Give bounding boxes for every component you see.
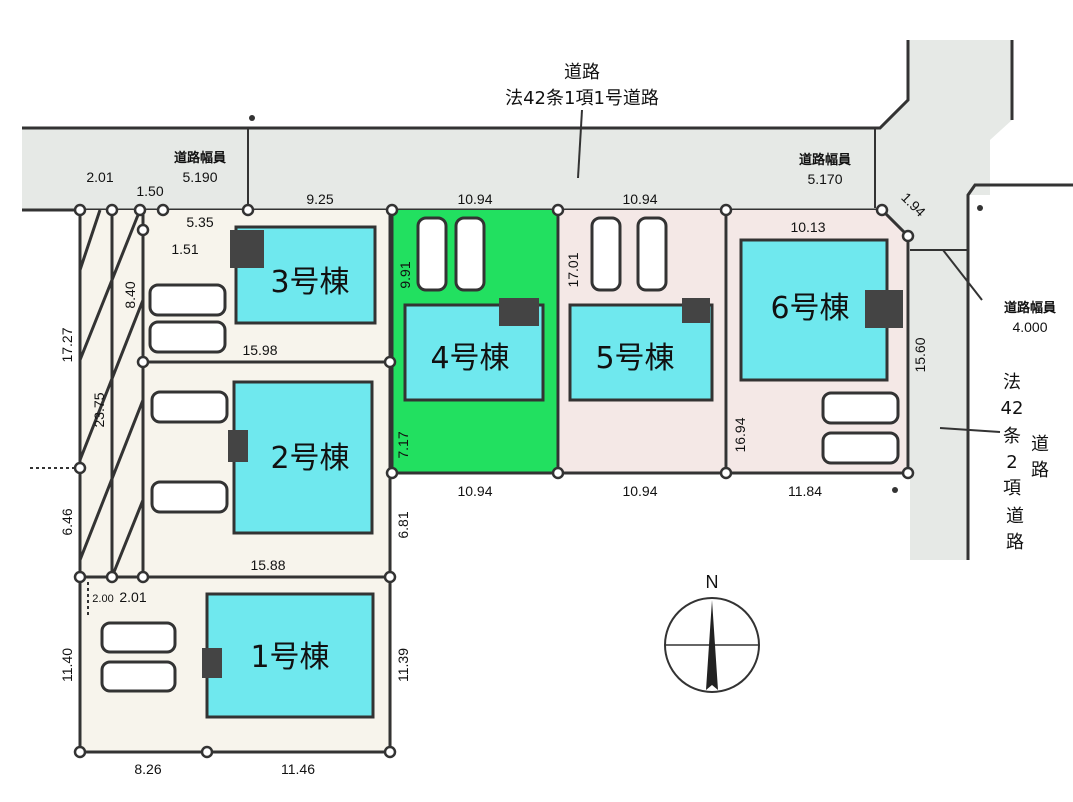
- building-2-label: 2号棟: [270, 441, 349, 476]
- road-east-char: 路: [1006, 532, 1024, 553]
- dimension: 1.50: [136, 183, 163, 199]
- road-width-east: 4.000: [1012, 319, 1047, 335]
- dimension: 10.94: [622, 191, 657, 207]
- dimension: 17.01: [565, 252, 581, 287]
- dimension: 6.81: [395, 511, 411, 538]
- road-width-label-east: 道路幅員: [1004, 300, 1056, 316]
- building-4-label: 4号棟: [430, 341, 509, 376]
- compass-north-label: N: [706, 572, 719, 592]
- road-east-char: 項: [1003, 478, 1021, 499]
- dimension: 2.01: [119, 589, 146, 605]
- dimension: 10.94: [457, 483, 492, 499]
- dimension: 1.51: [171, 241, 198, 257]
- road-width-right: 5.170: [807, 171, 842, 187]
- dimension: 15.88: [250, 557, 285, 573]
- dimension: 2.01: [86, 169, 113, 185]
- dimension: 8.26: [134, 761, 161, 777]
- road-title: 道路: [564, 62, 600, 83]
- dimension: 8.40: [122, 281, 138, 308]
- dimension: 10.94: [457, 191, 492, 207]
- road-east-char: 法: [1003, 372, 1021, 393]
- dimension: 10.13: [790, 219, 825, 235]
- road-east-char: 道: [1031, 434, 1049, 455]
- building-3-label: 3号棟: [270, 265, 349, 300]
- road-subtitle: 法42条1項1号道路: [505, 88, 659, 109]
- road-labels: 道路 法42条1項1号道路 道路幅員 5.190 道路幅員 5.170 道路幅員…: [174, 62, 1056, 553]
- dimension: 11.40: [59, 648, 75, 682]
- dimension: 7.17: [395, 431, 411, 458]
- dimension: 11.84: [788, 483, 822, 499]
- road-east-char: 道: [1006, 506, 1024, 527]
- dimension-labels: 2.01 1.50 1.51 5.35 9.25 10.94 10.94 10.…: [30, 169, 929, 777]
- road-east-char: 条: [1003, 426, 1021, 447]
- building-5-label: 5号棟: [595, 341, 674, 376]
- parking-cars: [100, 216, 900, 693]
- building-1-label: 1号棟: [250, 640, 329, 675]
- north-compass-icon: N: [664, 572, 760, 693]
- dimension: 11.46: [281, 761, 315, 777]
- dimension: 15.60: [912, 337, 928, 372]
- dimension: 9.25: [306, 191, 333, 207]
- buildings: 1号棟 2号棟 3号棟 4号棟 5号棟 6号棟: [202, 225, 903, 719]
- dimension: 15.98: [242, 342, 277, 358]
- road-east-char: 2: [1006, 452, 1017, 473]
- dimension: 16.94: [732, 417, 748, 452]
- dimension: 2.00: [92, 593, 113, 605]
- building-6: [739, 238, 889, 382]
- road-width-label-right: 道路幅員: [799, 152, 851, 168]
- dimension: 23.75: [91, 392, 107, 427]
- dimension: 17.27: [59, 327, 75, 362]
- dimension: 9.91: [397, 261, 413, 288]
- entrance-icons: [202, 230, 903, 678]
- building-6-label: 6号棟: [770, 291, 849, 326]
- road-east-char: 42: [1001, 398, 1024, 419]
- road-east-char: 路: [1031, 460, 1049, 481]
- dimension: 6.46: [59, 508, 75, 535]
- dimension: 10.94: [622, 483, 657, 499]
- dimension: 11.39: [395, 648, 411, 682]
- boundary-markers: [73, 203, 915, 759]
- road-width-left: 5.190: [182, 169, 217, 185]
- dimension: 5.35: [186, 214, 213, 230]
- road-width-label-left: 道路幅員: [174, 150, 226, 166]
